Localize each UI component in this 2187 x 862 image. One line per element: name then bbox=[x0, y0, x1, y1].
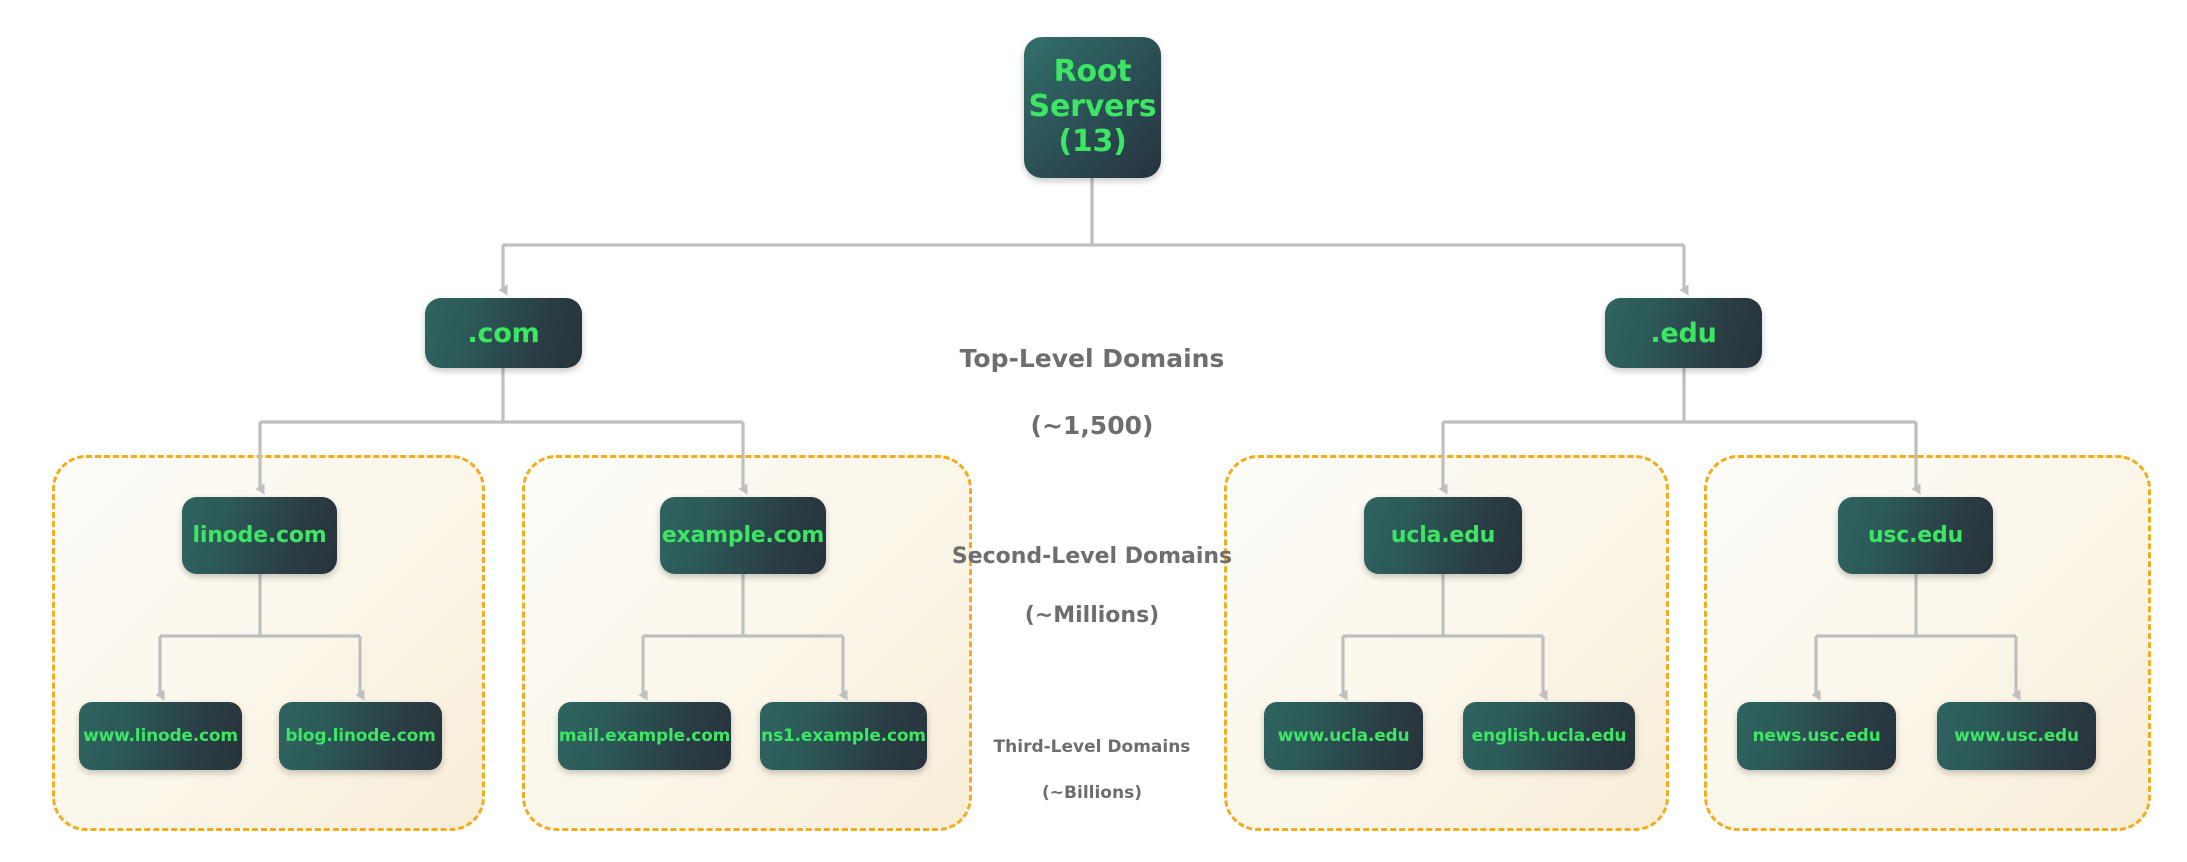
node-label: news.usc.edu bbox=[1752, 726, 1881, 746]
level-label-count: (~1,500) bbox=[1030, 411, 1154, 441]
node-label: .edu bbox=[1650, 317, 1717, 349]
node-thld-ns1-example-com[interactable]: ns1.example.com bbox=[760, 702, 927, 770]
root-line-3: (13) bbox=[1058, 123, 1127, 159]
level-label-title: Third-Level Domains bbox=[993, 736, 1191, 757]
node-label: .com bbox=[467, 317, 540, 349]
level-label-top-level-domains: Top-Level Domains (~1,500) bbox=[872, 308, 1312, 477]
node-sld-linode-com[interactable]: linode.com bbox=[182, 497, 337, 574]
node-thld-www-linode-com[interactable]: www.linode.com bbox=[79, 702, 242, 770]
node-label: usc.edu bbox=[1867, 523, 1964, 548]
level-label-count: (~Millions) bbox=[1024, 603, 1160, 629]
node-thld-english-ucla-edu[interactable]: english.ucla.edu bbox=[1463, 702, 1635, 770]
node-sld-ucla-edu[interactable]: ucla.edu bbox=[1364, 497, 1522, 574]
node-thld-news-usc-edu[interactable]: news.usc.edu bbox=[1737, 702, 1896, 770]
root-line-2: Servers bbox=[1028, 89, 1157, 125]
node-label: english.ucla.edu bbox=[1471, 726, 1627, 746]
node-label: www.usc.edu bbox=[1954, 726, 2079, 746]
root-line-1: Root bbox=[1053, 54, 1132, 90]
node-label: example.com bbox=[661, 523, 825, 548]
level-label-second-level-domains: Second-Level Domains (~Millions) bbox=[872, 512, 1312, 660]
node-tld-edu[interactable]: .edu bbox=[1605, 298, 1762, 368]
node-sld-usc-edu[interactable]: usc.edu bbox=[1838, 497, 1993, 574]
level-label-title: Top-Level Domains bbox=[959, 343, 1225, 373]
node-thld-www-ucla-edu[interactable]: www.ucla.edu bbox=[1264, 702, 1423, 770]
level-label-third-level-domains: Third-Level Domains (~Billions) bbox=[872, 713, 1312, 828]
node-thld-mail-example-com[interactable]: mail.example.com bbox=[558, 702, 731, 770]
node-label: mail.example.com bbox=[558, 726, 731, 746]
node-label: www.linode.com bbox=[83, 726, 238, 746]
node-label: www.ucla.edu bbox=[1277, 726, 1410, 746]
node-label: ucla.edu bbox=[1390, 523, 1496, 548]
node-label: linode.com bbox=[192, 523, 327, 548]
level-label-count: (~Billions) bbox=[1042, 782, 1142, 803]
node-tld-com[interactable]: .com bbox=[425, 298, 582, 368]
node-label: blog.linode.com bbox=[285, 726, 436, 746]
node-sld-example-com[interactable]: example.com bbox=[660, 497, 826, 574]
node-thld-blog-linode-com[interactable]: blog.linode.com bbox=[279, 702, 442, 770]
node-root-servers[interactable]: Root Servers (13) bbox=[1024, 37, 1161, 178]
node-thld-www-usc-edu[interactable]: www.usc.edu bbox=[1937, 702, 2096, 770]
node-label: ns1.example.com bbox=[761, 726, 926, 746]
level-label-title: Second-Level Domains bbox=[951, 543, 1233, 569]
